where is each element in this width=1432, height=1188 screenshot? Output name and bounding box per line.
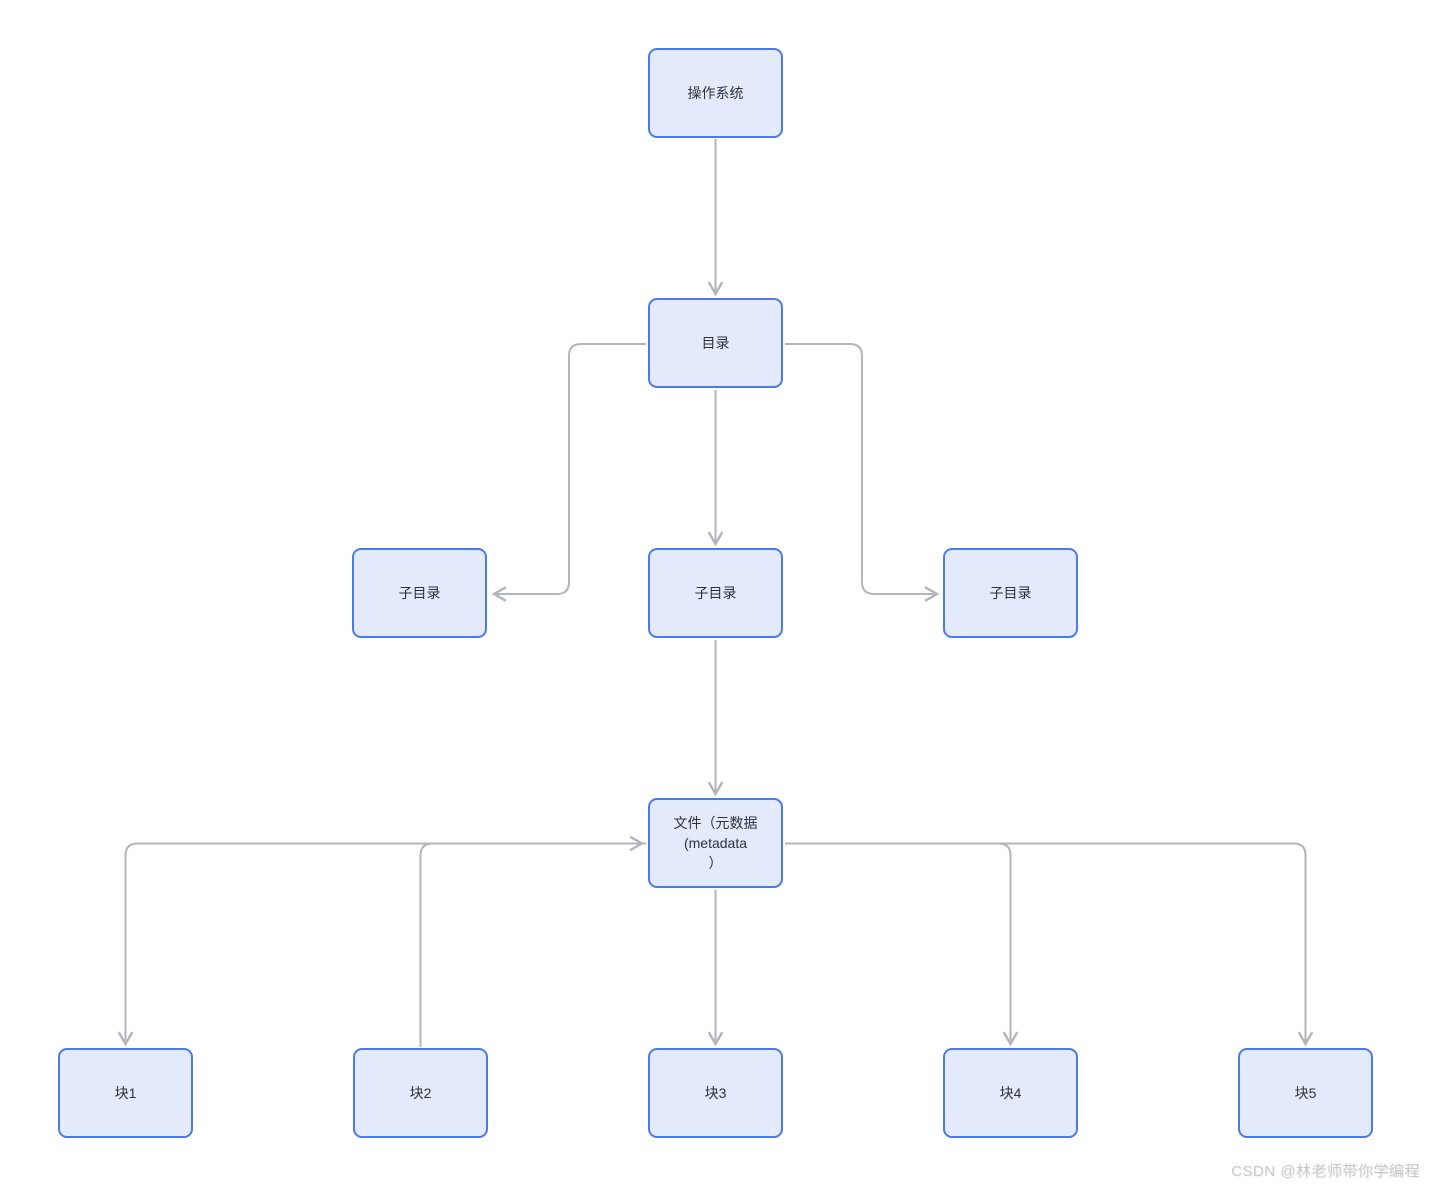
node-operating-system: 操作系统: [648, 48, 783, 138]
node-subdirectory-right-label: 子目录: [989, 585, 1032, 601]
edge-file-to-b4: [785, 842, 1019, 1047]
node-file-metadata: 文件（元数据 (metadata ）: [648, 798, 783, 888]
node-directory-label: 目录: [701, 335, 730, 351]
node-block-3-label: 块3: [704, 1085, 727, 1101]
node-operating-system-label: 操作系统: [687, 85, 744, 101]
node-block-3: 块3: [648, 1048, 783, 1138]
node-block-2-label: 块2: [409, 1085, 432, 1101]
node-file-metadata-line2: (metadata: [683, 835, 748, 851]
edge-dir-to-sub-left: [491, 343, 646, 602]
csdn-watermark: CSDN @林老师带你学编程: [1231, 1163, 1420, 1180]
node-directory: 目录: [648, 298, 783, 388]
node-file-metadata-line3: ）: [708, 855, 723, 871]
node-block-5-label: 块5: [1294, 1085, 1317, 1101]
node-subdirectory-mid-label: 子目录: [694, 585, 737, 601]
edge-b2-to-file: [419, 835, 645, 1047]
edge-file-to-b1: [117, 842, 646, 1047]
node-file-metadata-line1: 文件（元数据: [673, 815, 758, 831]
edge-dir-to-sub-right: [785, 343, 940, 602]
node-subdirectory-left-label: 子目录: [398, 585, 441, 601]
node-subdirectory-right: 子目录: [943, 548, 1078, 638]
edge-file-to-b5: [785, 842, 1314, 1047]
node-subdirectory-mid: 子目录: [648, 548, 783, 638]
node-block-4: 块4: [943, 1048, 1078, 1138]
node-block-1: 块1: [58, 1048, 193, 1138]
node-block-5: 块5: [1238, 1048, 1373, 1138]
node-subdirectory-left: 子目录: [352, 548, 487, 638]
node-block-1-label: 块1: [114, 1085, 137, 1101]
node-block-2: 块2: [353, 1048, 488, 1138]
node-block-4-label: 块4: [999, 1085, 1022, 1101]
